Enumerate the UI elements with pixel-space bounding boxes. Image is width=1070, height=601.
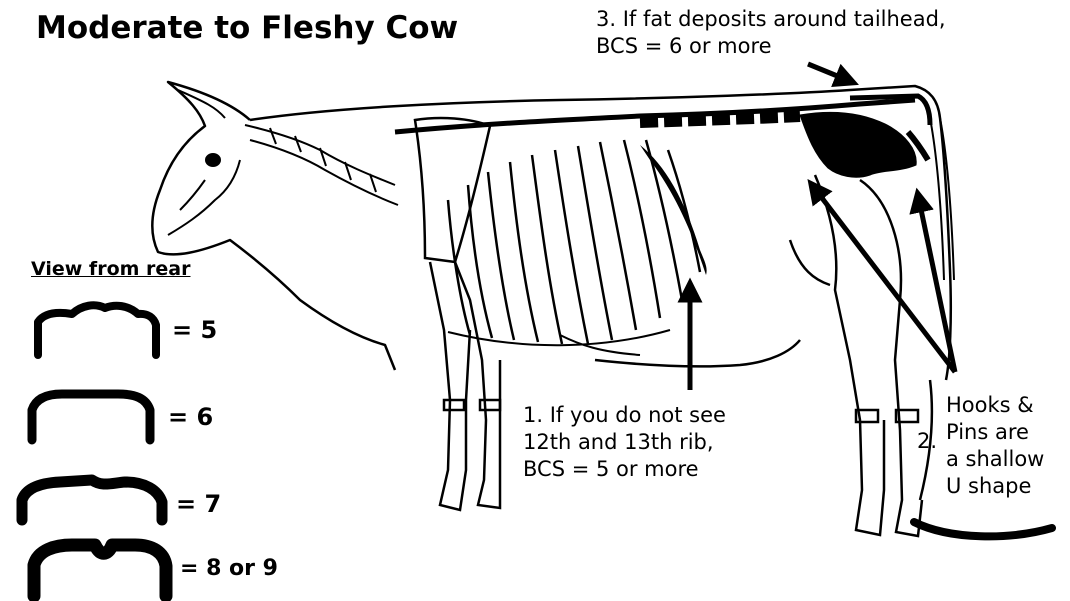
rib-annotation: 1. If you do not see 12th and 13th rib, … <box>523 402 726 483</box>
hind-legs <box>790 175 922 536</box>
rear-view-heading: View from rear <box>31 258 191 280</box>
page-title: Moderate to Fleshy Cow <box>36 10 458 46</box>
rear-score-8-9: = 8 or 9 <box>180 556 278 581</box>
rear-score-6: = 6 <box>168 403 213 431</box>
rear-shape-7 <box>22 480 162 520</box>
front-legs <box>430 262 500 510</box>
tailhead-annotation: 3. If fat deposits around tailhead, BCS … <box>596 6 946 60</box>
neck-vertebrae <box>245 125 398 205</box>
rear-shape-8-9 <box>34 545 166 596</box>
rear-view-shapes <box>22 305 166 596</box>
tailhead-arrow <box>808 64 852 82</box>
cow-head <box>168 90 240 235</box>
hooks-number: 2. <box>917 428 937 455</box>
rear-shape-6 <box>32 394 150 440</box>
rear-score-7: = 7 <box>176 490 221 518</box>
hooks-annotation: Hooks & Pins are a shallow U shape <box>946 392 1044 500</box>
shallow-u-shape <box>914 522 1052 536</box>
pelvis <box>800 112 928 177</box>
rear-shape-5 <box>38 305 156 355</box>
rear-score-5: = 5 <box>172 316 217 344</box>
